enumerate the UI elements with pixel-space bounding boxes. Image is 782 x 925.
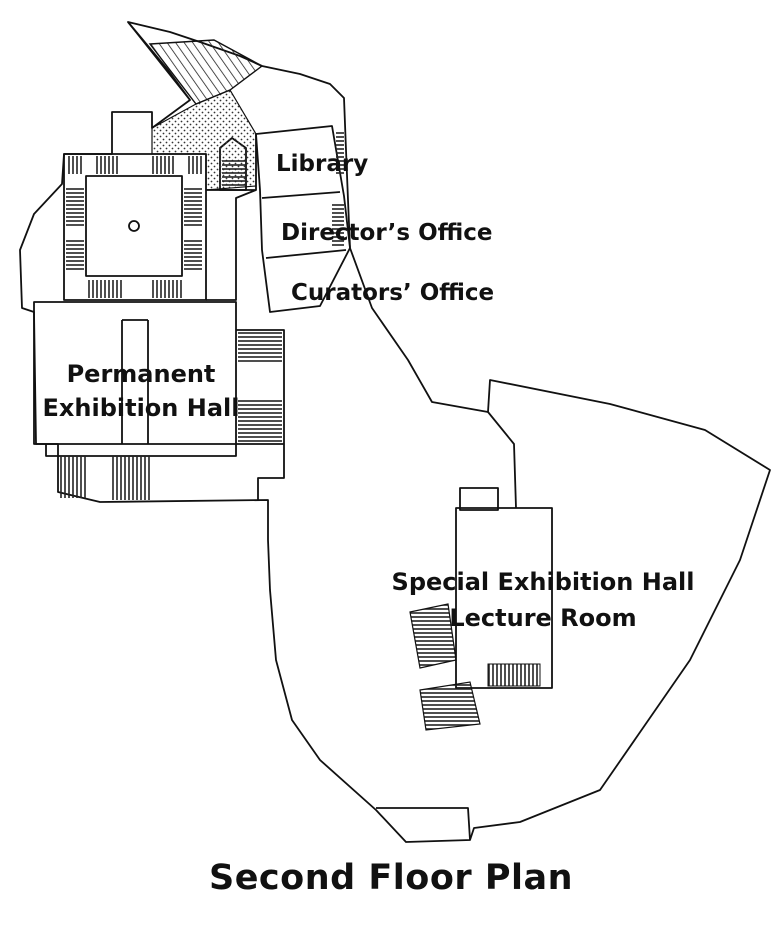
plan-title: Second Floor Plan: [208, 858, 574, 898]
permanent-hall-label-line2: Exhibition Hall: [43, 394, 240, 422]
directors-office-label: Director’s Office: [281, 220, 493, 246]
special-hall-outline: [455, 507, 553, 689]
tower-block: [63, 153, 207, 301]
permanent-hall-label-line1: Permanent: [67, 360, 216, 388]
tower-inner: [85, 175, 183, 277]
special-hall-stair-upper: [409, 603, 457, 669]
column-mark: [128, 220, 140, 232]
north-wall: [127, 21, 191, 101]
special-hall-label-line2: Lecture Room: [449, 604, 636, 632]
library-label: Library: [276, 151, 368, 177]
building-outline: [19, 21, 771, 843]
special-hall-label-line1: Special Exhibition Hall: [392, 568, 695, 596]
special-hall-stair-lower: [419, 681, 481, 731]
hatched-terrace: [148, 39, 264, 105]
curators-office-label: Curators’ Office: [291, 280, 494, 306]
stair-hut-steps: [222, 158, 246, 188]
